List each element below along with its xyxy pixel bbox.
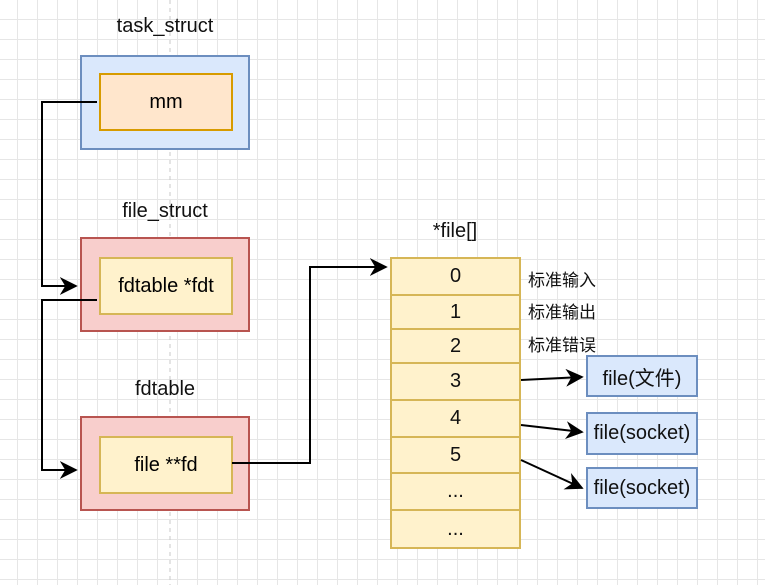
file-struct-box: fdtable *fdt (80, 237, 250, 332)
file-array-cell: 3 (390, 362, 521, 401)
file-array-cell: 1 (390, 294, 521, 330)
file-array-cell: 0 (390, 257, 521, 296)
file-object-file: file(文件) (586, 355, 698, 397)
arrow-mm-to-fdt (41, 101, 97, 295)
fdt-field: fdtable *fdt (99, 257, 233, 315)
note-stdin: 标准输入 (528, 271, 596, 290)
task-struct-box: mm (80, 55, 250, 150)
note-stderr: 标准错误 (528, 336, 596, 355)
arrow-fd4-to-socket (520, 421, 584, 440)
arrow-fd5-to-socket (520, 459, 584, 490)
file-array-cell: ... (390, 509, 521, 549)
arrow-fd3-to-file (520, 368, 584, 387)
file-object-socket: file(socket) (586, 412, 698, 455)
file-struct-title: file_struct (122, 200, 208, 222)
arrow-fdt-to-fd (41, 299, 97, 479)
note-stdout: 标准输出 (528, 303, 596, 322)
fdtable-title: fdtable (134, 378, 196, 400)
fd-field: file **fd (99, 436, 233, 494)
fdtable-box: file **fd (80, 416, 250, 511)
file-array: 0 1 2 3 4 5 ... ... (390, 257, 521, 549)
arrow-fd-to-file-array (232, 258, 388, 464)
file-array-title: *file[] (432, 220, 478, 242)
mm-field: mm (99, 73, 233, 131)
task-struct-title: task_struct (116, 15, 214, 37)
file-object-socket: file(socket) (586, 467, 698, 509)
